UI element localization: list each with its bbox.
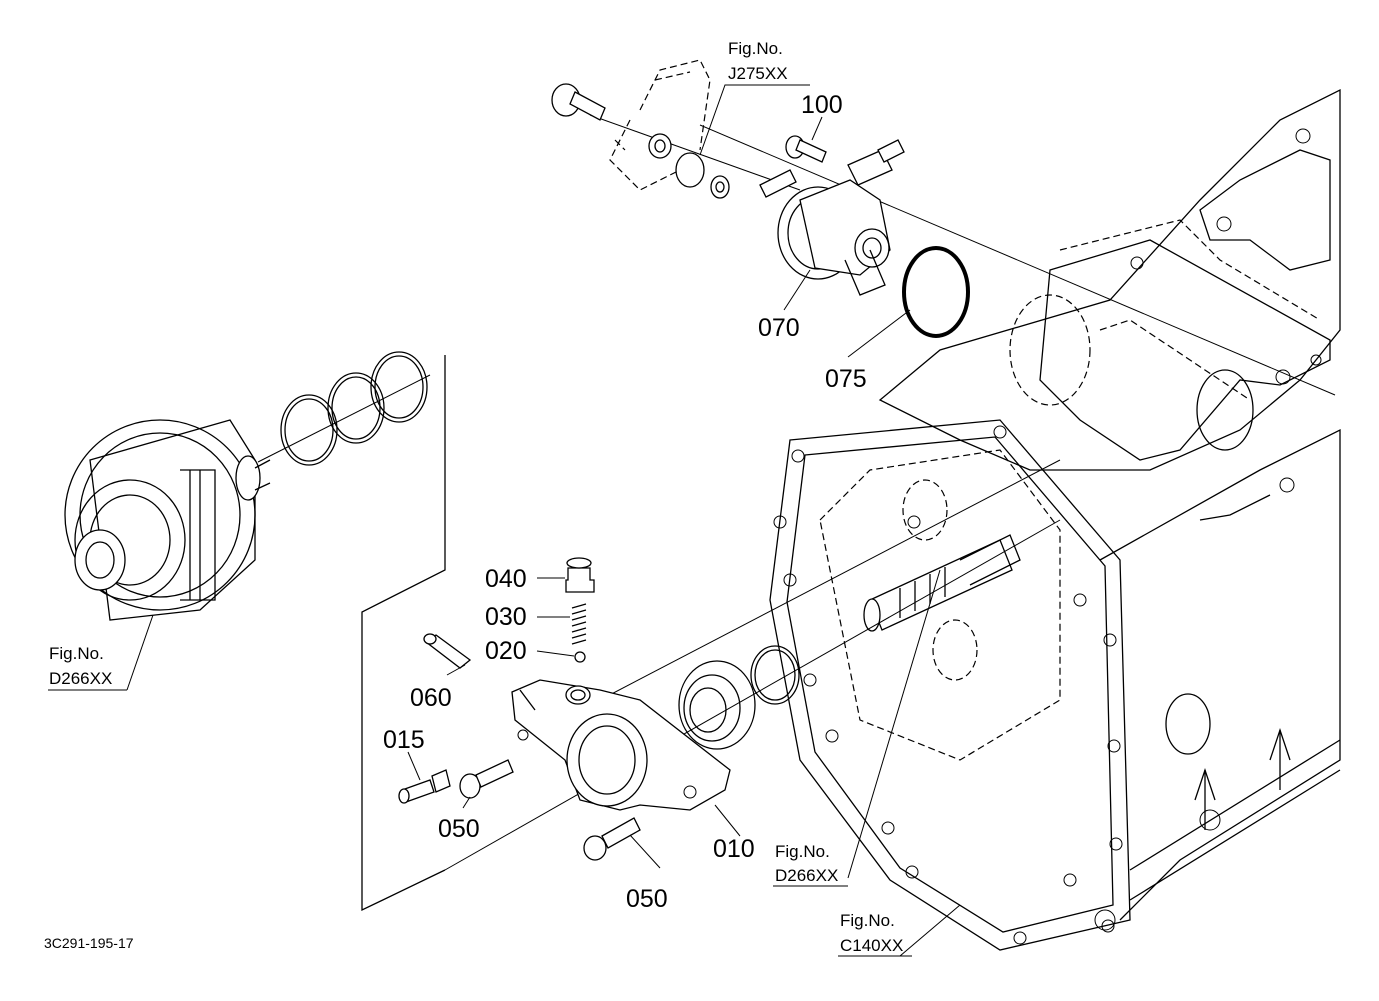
svg-text:030: 030: [485, 603, 527, 631]
part-010-drawing: [511, 679, 731, 811]
svg-text:D266XX: D266XX: [49, 669, 112, 688]
svg-text:100: 100: [801, 91, 843, 119]
svg-text:075: 075: [825, 365, 867, 393]
svg-text:D266XX: D266XX: [775, 866, 838, 885]
callout-075[interactable]: 075: [825, 365, 867, 393]
drawing-code: 3C291-195-17: [44, 935, 134, 951]
svg-text:Fig.No.: Fig.No.: [728, 39, 783, 58]
callout-010[interactable]: 010: [713, 835, 755, 863]
svg-text:050: 050: [438, 815, 480, 843]
snap-ring-set: [280, 351, 428, 466]
leader-lines: [48, 84, 961, 957]
shaft-015-drawing: [398, 769, 451, 804]
bearing-drawing: [678, 645, 800, 750]
callout-030[interactable]: 030: [485, 603, 527, 631]
svg-text:040: 040: [485, 565, 527, 593]
bolt-050-upper-drawing: [459, 759, 514, 799]
svg-text:C140XX: C140XX: [840, 936, 903, 955]
svg-text:J275XX: J275XX: [728, 64, 788, 83]
callout-020[interactable]: 020: [485, 637, 527, 665]
bolt-050-lower-drawing: [583, 817, 641, 861]
pipe-j275-drawing: [551, 59, 730, 199]
fig-ref-d266xx-right[interactable]: Fig.No. D266XX: [775, 842, 838, 885]
svg-text:020: 020: [485, 637, 527, 665]
callout-050-lower[interactable]: 050: [626, 885, 668, 913]
svg-text:015: 015: [383, 726, 425, 754]
callout-100[interactable]: 100: [801, 91, 843, 119]
pin-060-drawing: [423, 633, 472, 669]
group-boundary-line: [361, 355, 446, 912]
svg-text:Fig.No.: Fig.No.: [840, 911, 895, 930]
svg-text:010: 010: [713, 835, 755, 863]
plug-spring-ball-drawing: [565, 557, 595, 663]
callout-060[interactable]: 060: [410, 684, 452, 712]
fig-ref-j275xx[interactable]: Fig.No. J275XX: [728, 39, 788, 83]
svg-text:060: 060: [410, 684, 452, 712]
svg-text:Fig.No.: Fig.No.: [775, 842, 830, 861]
part-070-drawing: [759, 139, 905, 296]
bolt-100-drawing: [785, 135, 827, 163]
fig-ref-c140xx[interactable]: Fig.No. C140XX: [840, 911, 903, 955]
callout-070[interactable]: 070: [758, 314, 800, 342]
svg-text:050: 050: [626, 885, 668, 913]
callout-050-upper[interactable]: 050: [438, 815, 480, 843]
clutch-pack-assembly-drawing: [64, 419, 271, 621]
svg-text:070: 070: [758, 314, 800, 342]
fig-ref-d266xx-left[interactable]: Fig.No. D266XX: [49, 644, 112, 688]
svg-text:Fig.No.: Fig.No.: [49, 644, 104, 663]
callout-015[interactable]: 015: [383, 726, 425, 754]
assembly-axis-lines: [257, 114, 1336, 871]
o-ring-075-drawing: [902, 246, 970, 338]
callout-040[interactable]: 040: [485, 565, 527, 593]
